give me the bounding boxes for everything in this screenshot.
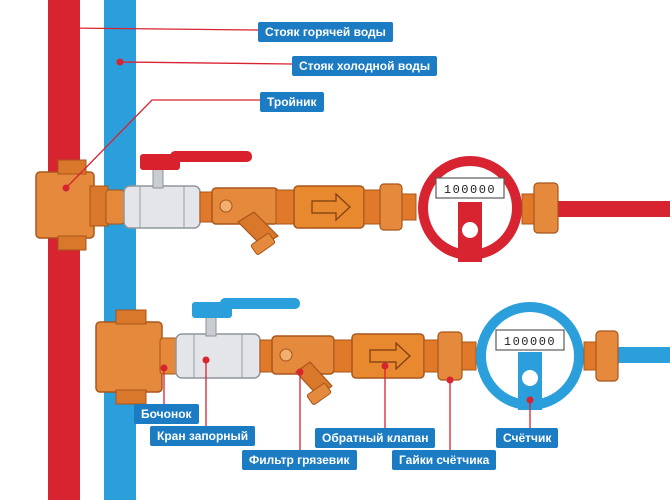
- meter-nut-top-left: [379, 183, 403, 231]
- hot-water-meter: 100000: [418, 156, 522, 262]
- meter-nut-left: [437, 331, 463, 381]
- cold-water-meter: 100000: [476, 302, 584, 410]
- label-mud-filter: Фильтр грязевик: [242, 450, 357, 470]
- label-cold-riser: Стояк холодной воды: [292, 56, 438, 76]
- hot-outlet-pipe: [555, 201, 670, 217]
- mud-filter: [271, 335, 335, 405]
- label-check-valve: Обратный клапан: [315, 428, 436, 448]
- cold-line-assembly: 100000: [95, 298, 670, 410]
- hot-meter-reading: 100000: [444, 183, 496, 197]
- cold-outlet-pipe: [615, 347, 670, 363]
- check-valve: [333, 333, 439, 379]
- mud-filter-top: [211, 187, 279, 255]
- tee-fitting: [35, 159, 109, 251]
- label-barrel: Бочонок: [134, 404, 199, 424]
- check-valve-top: [275, 185, 381, 229]
- label-meter: Счётчик: [496, 428, 559, 448]
- label-tee: Тройник: [260, 92, 324, 112]
- label-shutoff-valve: Кран запорный: [150, 426, 256, 446]
- hot-line-assembly: 100000: [35, 151, 670, 262]
- tee-fitting-cold: [95, 309, 163, 405]
- shutoff-valve: [175, 298, 300, 379]
- meter-nut-top-right: [533, 182, 559, 234]
- cold-meter-reading: 100000: [504, 335, 556, 349]
- barrel-nipple-top: [105, 189, 125, 225]
- meter-nut-right: [595, 330, 619, 382]
- leader-lines: [60, 24, 534, 450]
- label-meter-nuts: Гайки счётчика: [392, 450, 497, 470]
- cold-water-riser: [104, 0, 136, 500]
- label-hot-riser: Стояк горячей воды: [258, 22, 393, 42]
